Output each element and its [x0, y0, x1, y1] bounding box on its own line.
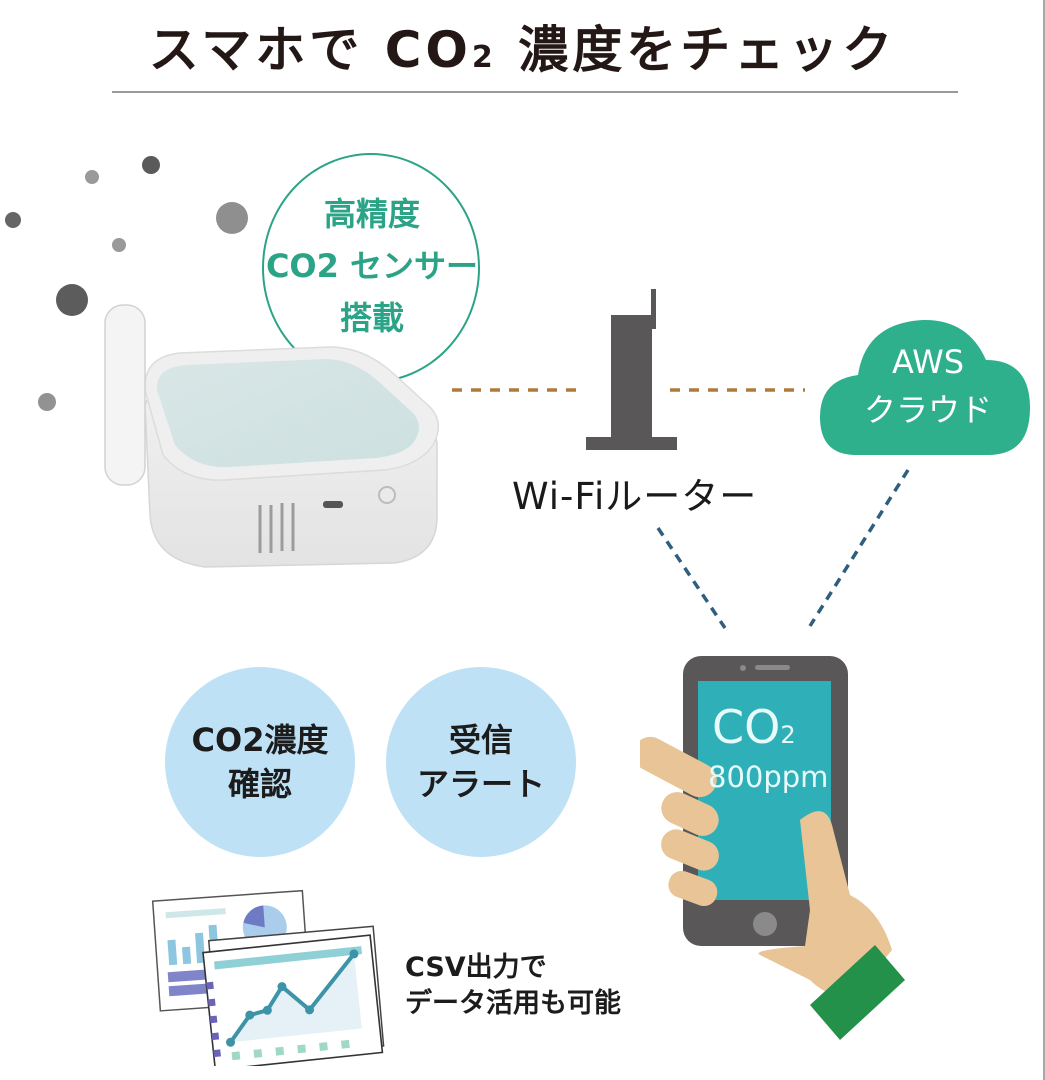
- sensor-badge-line1: 高精度: [323, 195, 420, 233]
- sensor-badge-line2: CO2 センサー: [265, 247, 479, 285]
- feature-co2-check-text: CO2濃度 確認: [165, 718, 355, 806]
- co2-sensor-device-icon: [104, 304, 439, 568]
- csv-export-text: CSV出力で データ活用も可能: [405, 950, 621, 1022]
- title-prefix: スマホで CO: [148, 21, 472, 79]
- particle-dot: [38, 393, 56, 411]
- feature-line2: 確認: [227, 765, 292, 803]
- particle-dot: [56, 284, 88, 316]
- feature-alert-circle: [386, 667, 576, 857]
- phone-co2-label: CO2: [712, 700, 796, 754]
- feature-co2-check-circle: [165, 667, 355, 857]
- phone-co2-value: 800ppm: [708, 760, 829, 794]
- feature-line2: アラート: [416, 765, 545, 803]
- particle-dot: [112, 238, 126, 252]
- title-divider: [112, 91, 958, 93]
- phone-co2-text: CO: [712, 700, 781, 754]
- feature-line1: CO2濃度: [191, 721, 329, 759]
- phone-co2-subscript: 2: [780, 721, 796, 749]
- title-suffix: 濃度をチェック: [496, 21, 897, 79]
- cloud-label: AWS クラウド: [838, 338, 1018, 434]
- particle-dot: [5, 212, 21, 228]
- csv-text-line2: データ活用も可能: [405, 988, 621, 1019]
- sensor-badge-text: 高精度 CO2 センサー 搭載: [262, 188, 482, 344]
- title-subscript: 2: [471, 40, 497, 75]
- cloud-phone-link: [808, 469, 910, 627]
- csv-text-line1: CSV出力で: [405, 952, 547, 983]
- aws-cloud-icon: [820, 319, 1030, 455]
- router-label: Wi-Fiルーター: [512, 475, 758, 518]
- right-edge-divider: [1043, 0, 1045, 1080]
- cloud-label-line1: AWS: [891, 343, 965, 381]
- particle-dot: [142, 156, 160, 174]
- smartphone-in-hand-icon: [640, 656, 905, 1040]
- feature-alert-text: 受信 アラート: [386, 718, 576, 806]
- cloud-label-line2: クラウド: [863, 391, 992, 429]
- page-title: スマホで CO2 濃度をチェック: [0, 18, 1045, 90]
- router-phone-link: [656, 527, 727, 629]
- particle-dot: [85, 170, 99, 184]
- wifi-router-icon: [586, 289, 677, 450]
- sensor-badge-line3: 搭載: [339, 299, 404, 337]
- feature-line1: 受信: [448, 721, 513, 759]
- csv-report-icon: [151, 889, 385, 1066]
- particle-dot: [216, 202, 248, 234]
